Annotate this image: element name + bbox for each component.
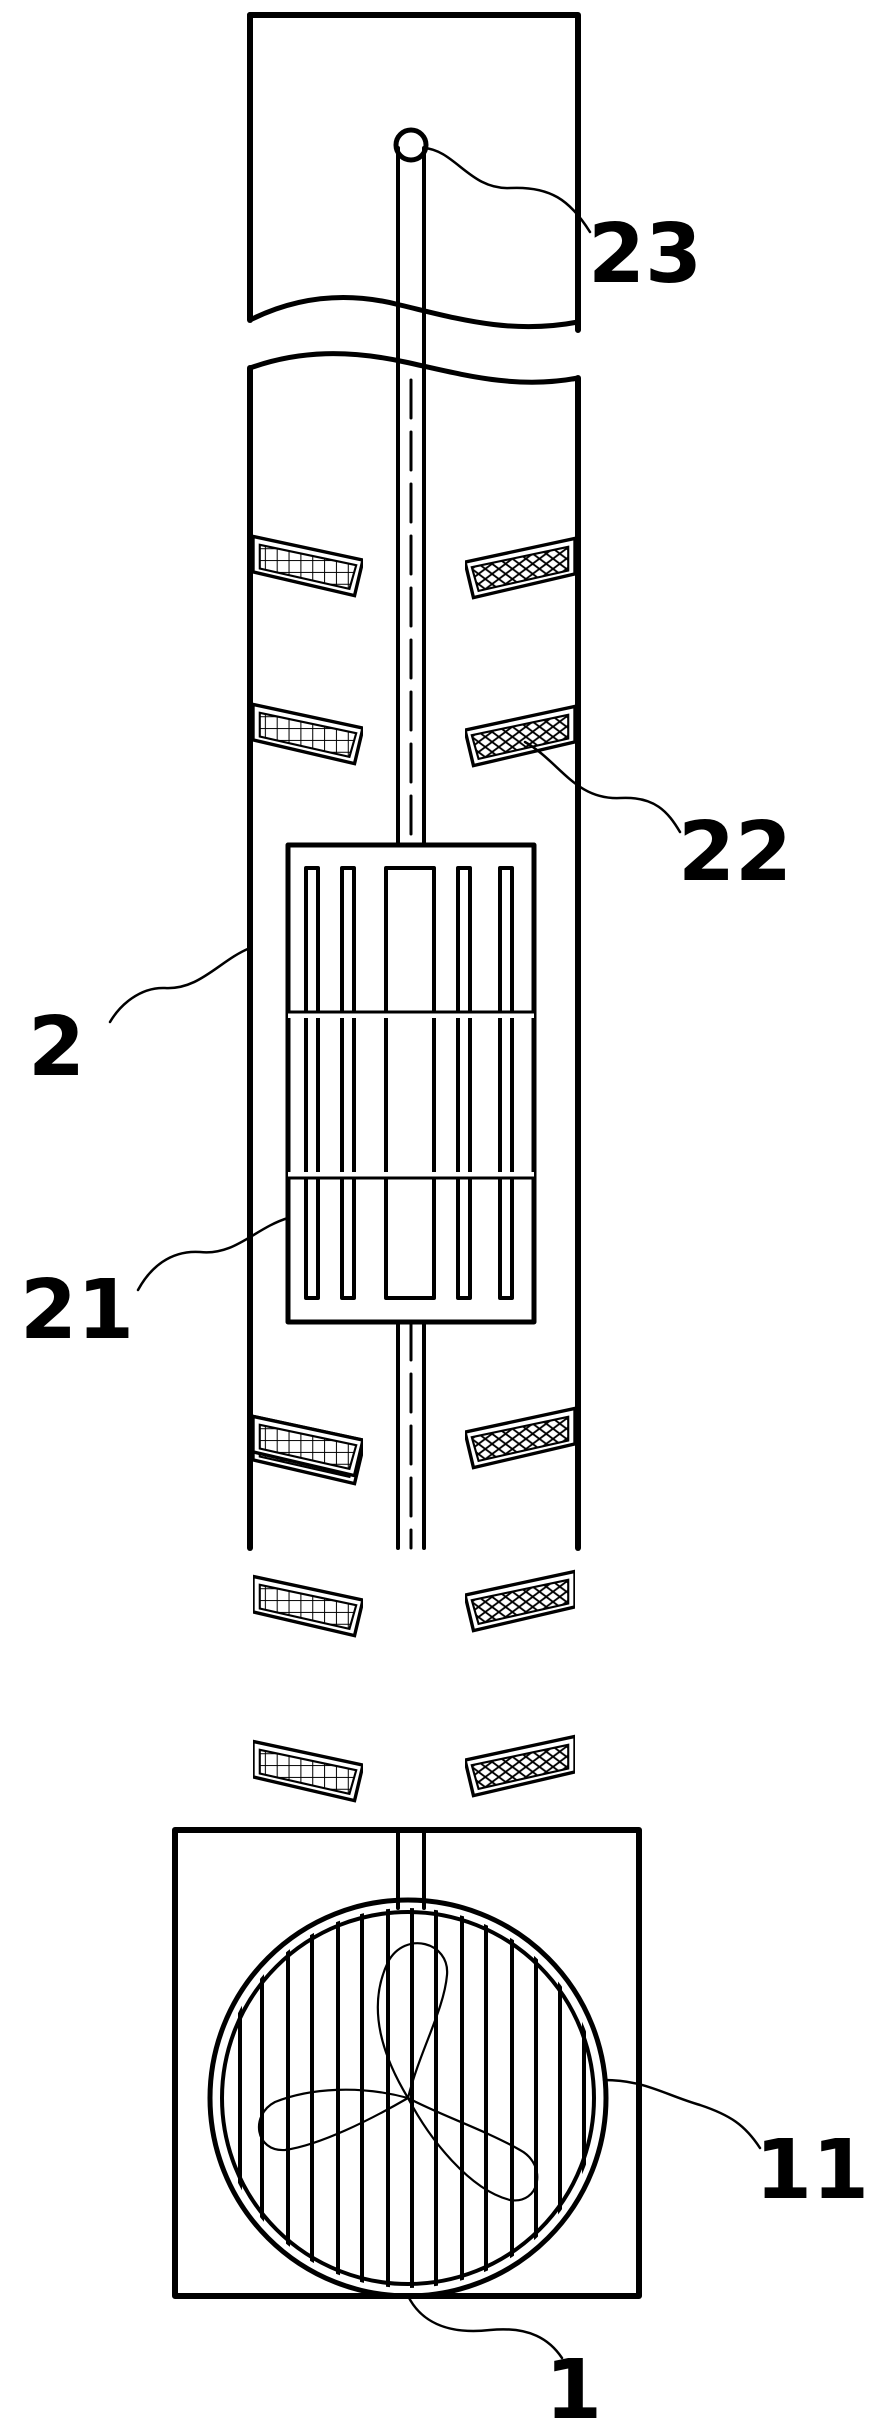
right-filters [465,538,575,765]
reference-labels: 23 22 2 21 11 1 [20,207,869,2432]
fan-icon [257,1942,539,2202]
break-lines [247,351,581,385]
label-tower: 2 [28,1000,85,1095]
round-outlet-icon [393,127,429,163]
label-base-unit: 1 [545,2343,602,2432]
central-duct [396,146,426,1550]
label-fan-guard: 11 [755,2123,869,2218]
tower-body [247,365,581,1551]
label-filter-block: 22 [678,805,792,900]
leader-lines [108,146,762,2360]
label-grille-panel: 21 [20,1263,134,1358]
label-top-outlet: 23 [588,207,702,302]
tower-upper-section [247,12,581,333]
grille-panel [285,842,537,1325]
